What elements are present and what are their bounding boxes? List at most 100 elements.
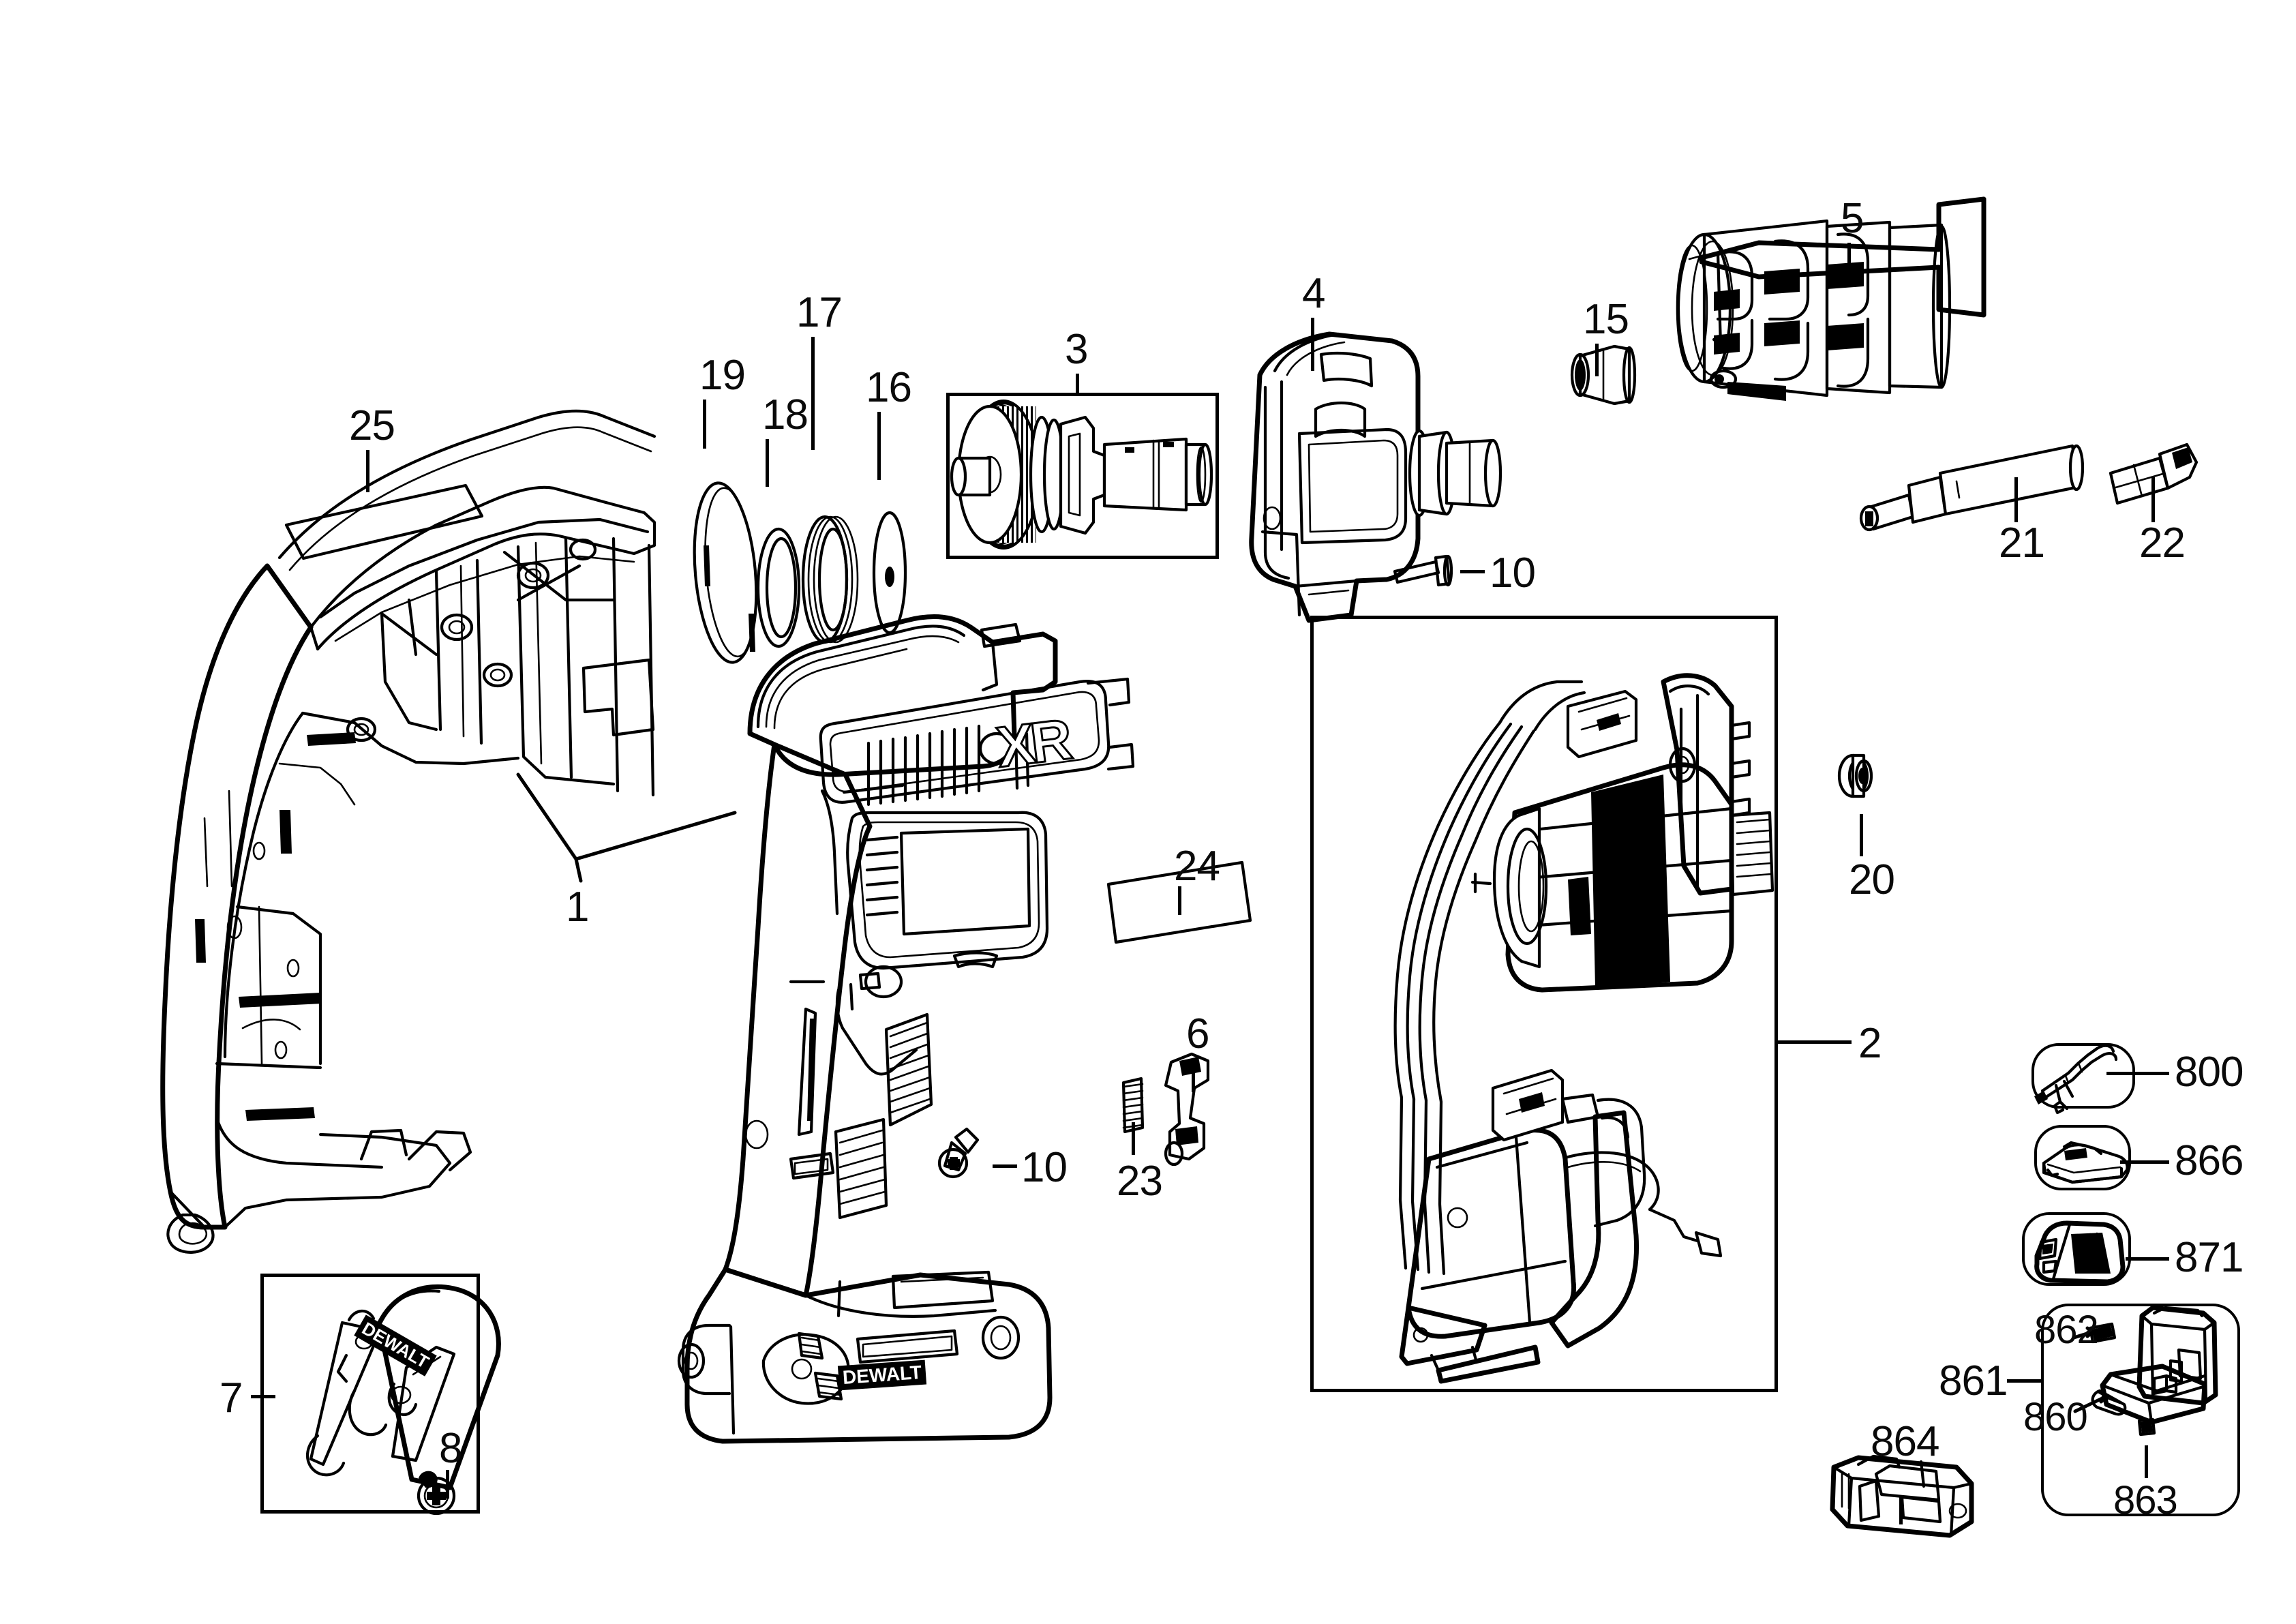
part-1-left-housing-half	[160, 409, 656, 1254]
part-22-screwdriver-bit	[2109, 442, 2199, 505]
leader-15	[1595, 344, 1599, 376]
leader-5	[1847, 243, 1851, 285]
part-21-bit-holder-extension	[1859, 444, 2085, 532]
callout-8[interactable]: 8	[439, 1425, 462, 1472]
leader-21	[2014, 477, 2018, 522]
top-vent-slots	[866, 724, 981, 807]
leader-2	[1778, 1040, 1852, 1044]
leader-800	[2106, 1072, 2169, 1075]
leader-862-arrow	[2085, 1326, 2096, 1338]
callout-17[interactable]: 17	[796, 289, 843, 336]
part-5-depth-adjust-nosecone	[1676, 196, 1987, 401]
callout-864[interactable]: 864	[1871, 1418, 1939, 1465]
callout-860[interactable]: 860	[2023, 1395, 2088, 1439]
callout-5[interactable]: 5	[1841, 195, 1864, 242]
part-23-spring	[1121, 1077, 1145, 1134]
leader-1-stem	[574, 857, 583, 883]
callout-10-lower[interactable]: 10	[1021, 1144, 1068, 1191]
assembled-tool-body	[677, 614, 1135, 1444]
callout-7[interactable]: 7	[220, 1374, 243, 1422]
box-motor-assembly	[1310, 616, 1778, 1392]
leader-860-arrow	[2098, 1390, 2111, 1404]
callout-866[interactable]: 866	[2175, 1137, 2244, 1184]
leader-25	[366, 450, 369, 492]
leader-10-lower	[993, 1164, 1017, 1168]
leader-860	[2073, 1394, 2109, 1413]
callout-861[interactable]: 861	[1939, 1357, 2008, 1404]
leader-866	[2120, 1160, 2169, 1164]
callout-15[interactable]: 15	[1583, 296, 1629, 343]
callout-862[interactable]: 862	[2034, 1308, 2099, 1352]
box-battery	[2034, 1125, 2131, 1190]
callout-23[interactable]: 23	[1117, 1158, 1163, 1205]
leader-23	[1132, 1122, 1135, 1155]
box-nozzle-accessory	[2031, 1043, 2135, 1109]
leader-6	[1192, 1058, 1195, 1092]
accessory-861-kit-box-group	[2088, 1305, 2218, 1437]
part-6-forward-reverse-lever	[1164, 1052, 1210, 1167]
callout-4[interactable]: 4	[1302, 270, 1325, 317]
callout-2[interactable]: 2	[1858, 1020, 1882, 1067]
callout-16[interactable]: 16	[866, 364, 912, 411]
callout-10-upper[interactable]: 10	[1490, 550, 1536, 597]
leader-10-upper	[1460, 570, 1485, 573]
leader-4	[1311, 318, 1314, 371]
callout-3[interactable]: 3	[1065, 326, 1088, 373]
callout-25[interactable]: 25	[349, 402, 395, 449]
tray-ribs	[1841, 1471, 1850, 1509]
callout-863[interactable]: 863	[2113, 1478, 2178, 1522]
charger-fins	[2075, 1232, 2102, 1274]
handle-vent-fins	[865, 835, 899, 917]
accessory-864-insert-tray	[1830, 1454, 1974, 1538]
part-2-motor-switch-assembly	[1393, 673, 1774, 1384]
leader-24	[1178, 886, 1181, 915]
leader-1-branch-b	[574, 811, 737, 861]
box-charger	[2022, 1212, 2131, 1286]
leader-862	[2072, 1330, 2094, 1340]
part-15-collar-bushing	[1570, 344, 1637, 406]
callout-20[interactable]: 20	[1849, 856, 1895, 903]
leader-871	[2126, 1257, 2169, 1261]
part-19-large-o-ring	[693, 481, 758, 664]
leader-16	[877, 412, 881, 480]
release-button-ribs	[800, 1336, 822, 1355]
leader-7	[251, 1395, 275, 1398]
part-8-belt-hook-screw	[417, 1471, 456, 1516]
callout-22[interactable]: 22	[2139, 520, 2186, 567]
part-7-belt-hook	[305, 1284, 501, 1490]
leader-17	[811, 337, 815, 450]
leader-18	[766, 439, 769, 487]
callout-6[interactable]: 6	[1186, 1010, 1209, 1057]
housing-screw-bosses	[346, 538, 597, 742]
callout-800[interactable]: 800	[2175, 1049, 2244, 1096]
leader-861	[2007, 1379, 2042, 1383]
callout-21[interactable]: 21	[1999, 520, 2045, 567]
box-spindle-assembly	[946, 393, 1219, 559]
callout-1[interactable]: 1	[566, 884, 589, 931]
part-25-nameplate	[284, 483, 484, 560]
part-18-retaining-ring	[756, 527, 801, 648]
callout-871[interactable]: 871	[2175, 1234, 2244, 1281]
leader-3	[1076, 374, 1079, 394]
release-button-ribs-2	[817, 1377, 841, 1396]
xr-badge: XR	[992, 706, 1072, 780]
part-4-gear-case-housing	[1249, 331, 1502, 623]
leader-864	[1899, 1497, 1903, 1524]
part-10-screw-lower	[937, 1127, 980, 1179]
leader-863	[2145, 1445, 2148, 1478]
leader-1-branch-a	[516, 772, 578, 861]
callout-19[interactable]: 19	[699, 352, 746, 399]
box-kit-group	[2041, 1304, 2240, 1516]
gearcase-ribs	[1736, 818, 1772, 878]
callout-18[interactable]: 18	[762, 391, 809, 438]
part-3-output-spindle-assembly	[950, 400, 1213, 550]
callout-24[interactable]: 24	[1174, 843, 1220, 890]
part-10-screw-upper	[1393, 554, 1453, 587]
leader-8	[446, 1470, 449, 1499]
leader-22	[2151, 477, 2155, 522]
leader-19	[703, 400, 706, 449]
box-belt-hook	[260, 1274, 480, 1514]
part-20-bearing	[1837, 753, 1873, 798]
